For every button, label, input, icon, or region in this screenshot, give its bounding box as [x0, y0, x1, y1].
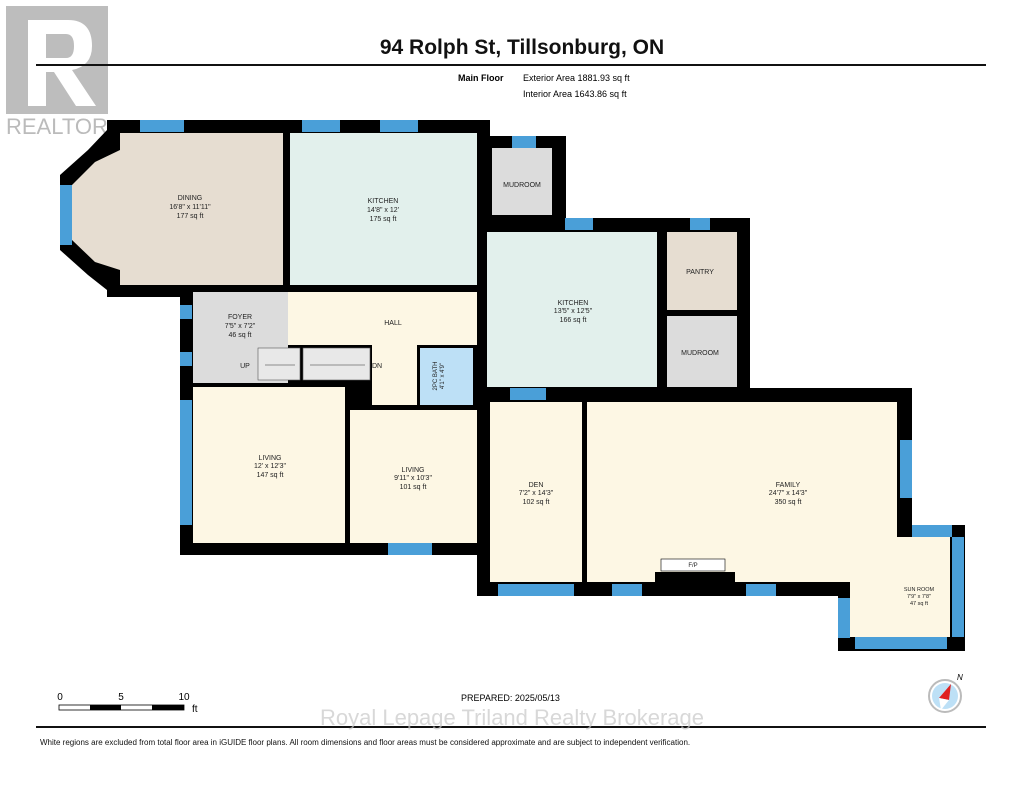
room-pantry: [667, 232, 737, 310]
stairs-up-label: UP: [240, 363, 250, 370]
stairs-down-label: DN: [372, 363, 382, 370]
scale-label-10: 10: [178, 692, 190, 703]
room-label: KITCHEN: [558, 300, 589, 307]
room-kitchen-1: [290, 133, 477, 285]
room-dims: 7'5" x 7'2": [225, 323, 256, 330]
room-sunroom: [850, 537, 950, 637]
room-area: 166 sq ft: [560, 317, 587, 324]
scale-bar: 0 5 10 ft: [57, 692, 198, 715]
disclaimer: White regions are excluded from total fl…: [40, 738, 691, 747]
scale-label-0: 0: [57, 692, 63, 703]
stairs-up: [257, 347, 301, 381]
room-area: 177 sq ft: [177, 213, 204, 220]
prepared-date: PREPARED: 2025/05/13: [461, 693, 560, 703]
room-area: 147 sq ft: [257, 472, 284, 479]
room-dims: 7'2" x 14'3": [519, 490, 554, 497]
page-title: 94 Rolph St, Tillsonburg, ON: [379, 36, 665, 59]
room-label: 2PC BATH: [433, 362, 439, 391]
room-label: MUDROOM: [681, 350, 719, 357]
room-label: KITCHEN: [368, 198, 399, 205]
room-label: LIVING: [402, 467, 425, 474]
room-kitchen-2: [487, 232, 657, 387]
room-living-2: [350, 410, 477, 543]
room-dims: 4'1" x 4'9": [440, 363, 446, 389]
room-dims: 9'11" x 10'3": [394, 475, 432, 482]
interior-area: Interior Area 1643.86 sq ft: [523, 89, 627, 99]
stairs-down: [302, 347, 371, 381]
room-dims: 12' x 12'3": [254, 463, 287, 470]
room-label: DINING: [178, 195, 203, 202]
header-divider: [36, 64, 986, 66]
footer-divider: [36, 726, 986, 728]
room-label: LIVING: [259, 455, 282, 462]
room-area: 101 sq ft: [400, 484, 427, 491]
compass-icon: N: [928, 673, 963, 713]
floor-name: Main Floor: [458, 73, 504, 83]
floor-plan: DINING 16'8" x 11'11" 177 sq ft KITCHEN …: [60, 120, 965, 651]
room-area: 47 sq ft: [910, 601, 929, 607]
room-area: 46 sq ft: [229, 332, 252, 339]
realtor-logo: [6, 6, 108, 114]
room-hall: [288, 292, 477, 345]
room-label: DEN: [529, 482, 544, 489]
fireplace: [655, 572, 735, 582]
room-area: 102 sq ft: [523, 499, 550, 506]
room-label: HALL: [384, 320, 402, 327]
room-dims: 7'9" x 7'8": [907, 594, 931, 600]
room-label: SUN ROOM: [904, 587, 935, 593]
exterior-area: Exterior Area 1881.93 sq ft: [523, 73, 630, 83]
rooms: [72, 133, 950, 637]
room-dims: 14'8" x 12': [367, 207, 399, 214]
room-living-1: [193, 387, 345, 543]
room-label: PANTRY: [686, 269, 714, 276]
room-mudroom-1: [492, 148, 552, 215]
room-dining: [72, 133, 283, 285]
windows: [60, 120, 964, 649]
watermark: Royal Lepage Triland Realty Brokerage: [319, 705, 704, 730]
room-label: FOYER: [228, 314, 252, 321]
fireplace-label: F/P: [688, 563, 697, 569]
scale-unit: ft: [192, 704, 198, 715]
room-area: 350 sq ft: [775, 499, 802, 506]
scale-label-5: 5: [118, 692, 124, 703]
room-label: FAMILY: [776, 482, 801, 489]
room-label: MUDROOM: [503, 182, 541, 189]
room-bath: [420, 348, 473, 405]
room-area: 175 sq ft: [370, 216, 397, 223]
realtor-logo-text: REALTOR: [6, 114, 108, 139]
room-dims: 13'5" x 12'5": [554, 308, 593, 315]
room-family: [587, 402, 897, 582]
compass-label: N: [957, 673, 963, 682]
room-dims: 24'7" x 14'3": [769, 490, 808, 497]
room-mudroom-2: [667, 316, 737, 387]
room-den: [490, 402, 582, 582]
room-dims: 16'8" x 11'11": [169, 204, 211, 211]
